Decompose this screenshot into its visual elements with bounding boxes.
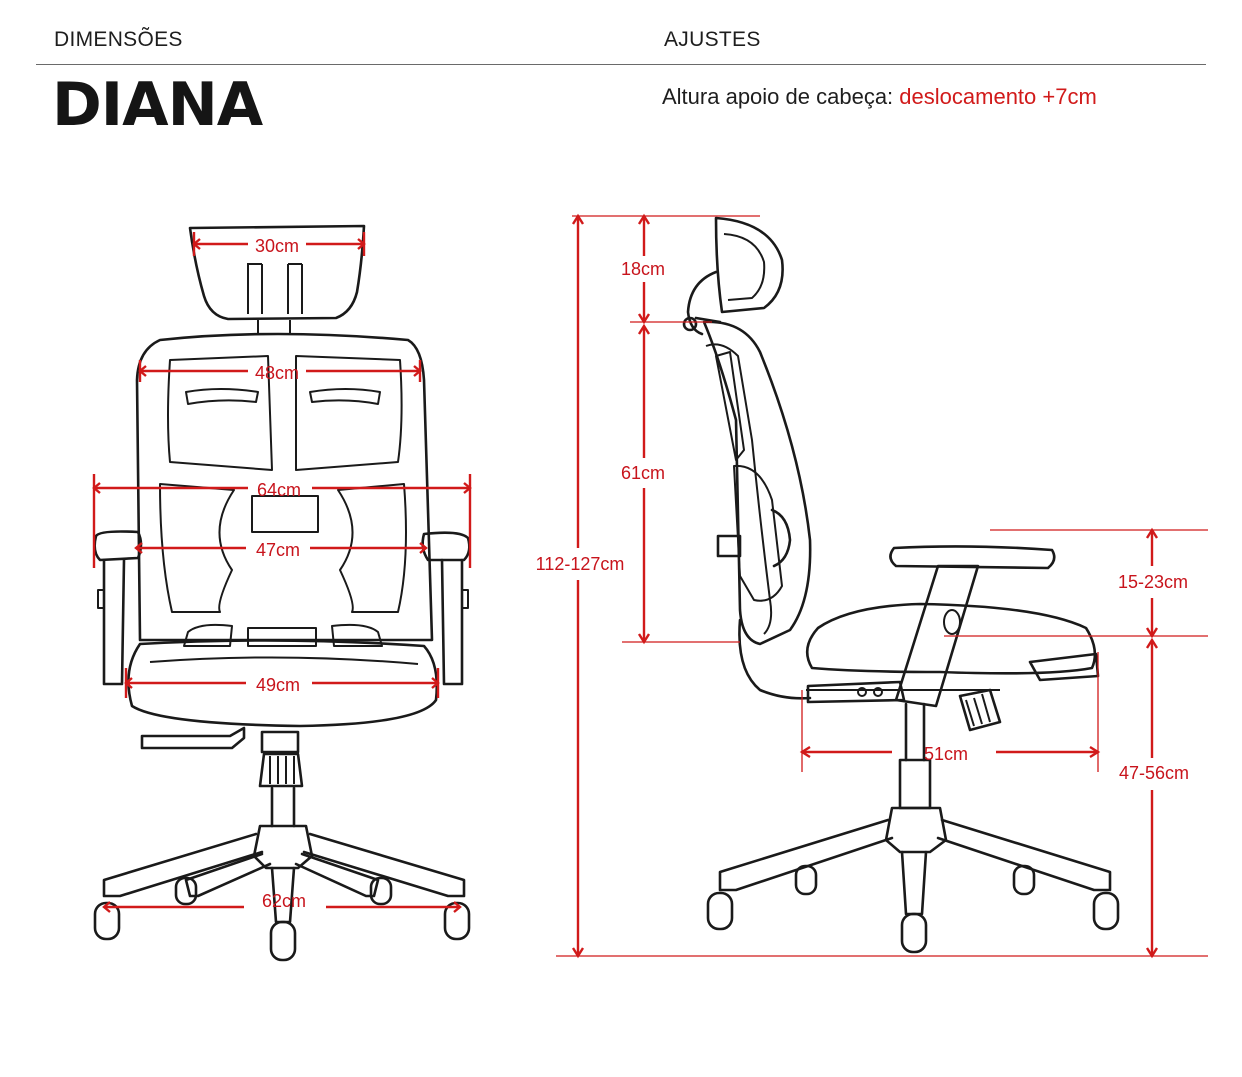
label-armrest-height: 15-23cm xyxy=(1118,572,1188,592)
label-seat-depth: 51cm xyxy=(924,744,968,764)
section-label-dimensions: DIMENSÕES xyxy=(54,28,183,51)
adjustment-label: Altura apoio de cabeça: xyxy=(662,84,894,109)
label-seat-height: 47-56cm xyxy=(1119,763,1189,783)
label-total-height: 112-127cm xyxy=(536,554,625,574)
side-view-chair xyxy=(682,216,1120,954)
label-backrest-width: 48cm xyxy=(255,363,299,383)
side-dimension-lines xyxy=(556,213,1208,959)
label-seat-width: 49cm xyxy=(256,675,300,695)
label-headrest-height: 18cm xyxy=(621,259,665,279)
label-base-width: 62cm xyxy=(262,891,306,911)
front-view-chair xyxy=(93,224,471,962)
product-title: DIANA xyxy=(52,70,263,140)
label-headrest-width: 30cm xyxy=(255,236,299,256)
adjustment-value: deslocamento +7cm xyxy=(899,84,1097,109)
header-divider xyxy=(36,64,1206,65)
label-backrest-height: 61cm xyxy=(621,463,665,483)
label-overall-width: 64cm xyxy=(257,480,301,500)
adjustment-headrest: Altura apoio de cabeça: deslocamento +7c… xyxy=(662,84,1097,110)
front-dimension-lines xyxy=(92,232,472,913)
section-label-adjustments: AJUSTES xyxy=(664,28,761,51)
label-inner-arm-width: 47cm xyxy=(256,540,300,560)
